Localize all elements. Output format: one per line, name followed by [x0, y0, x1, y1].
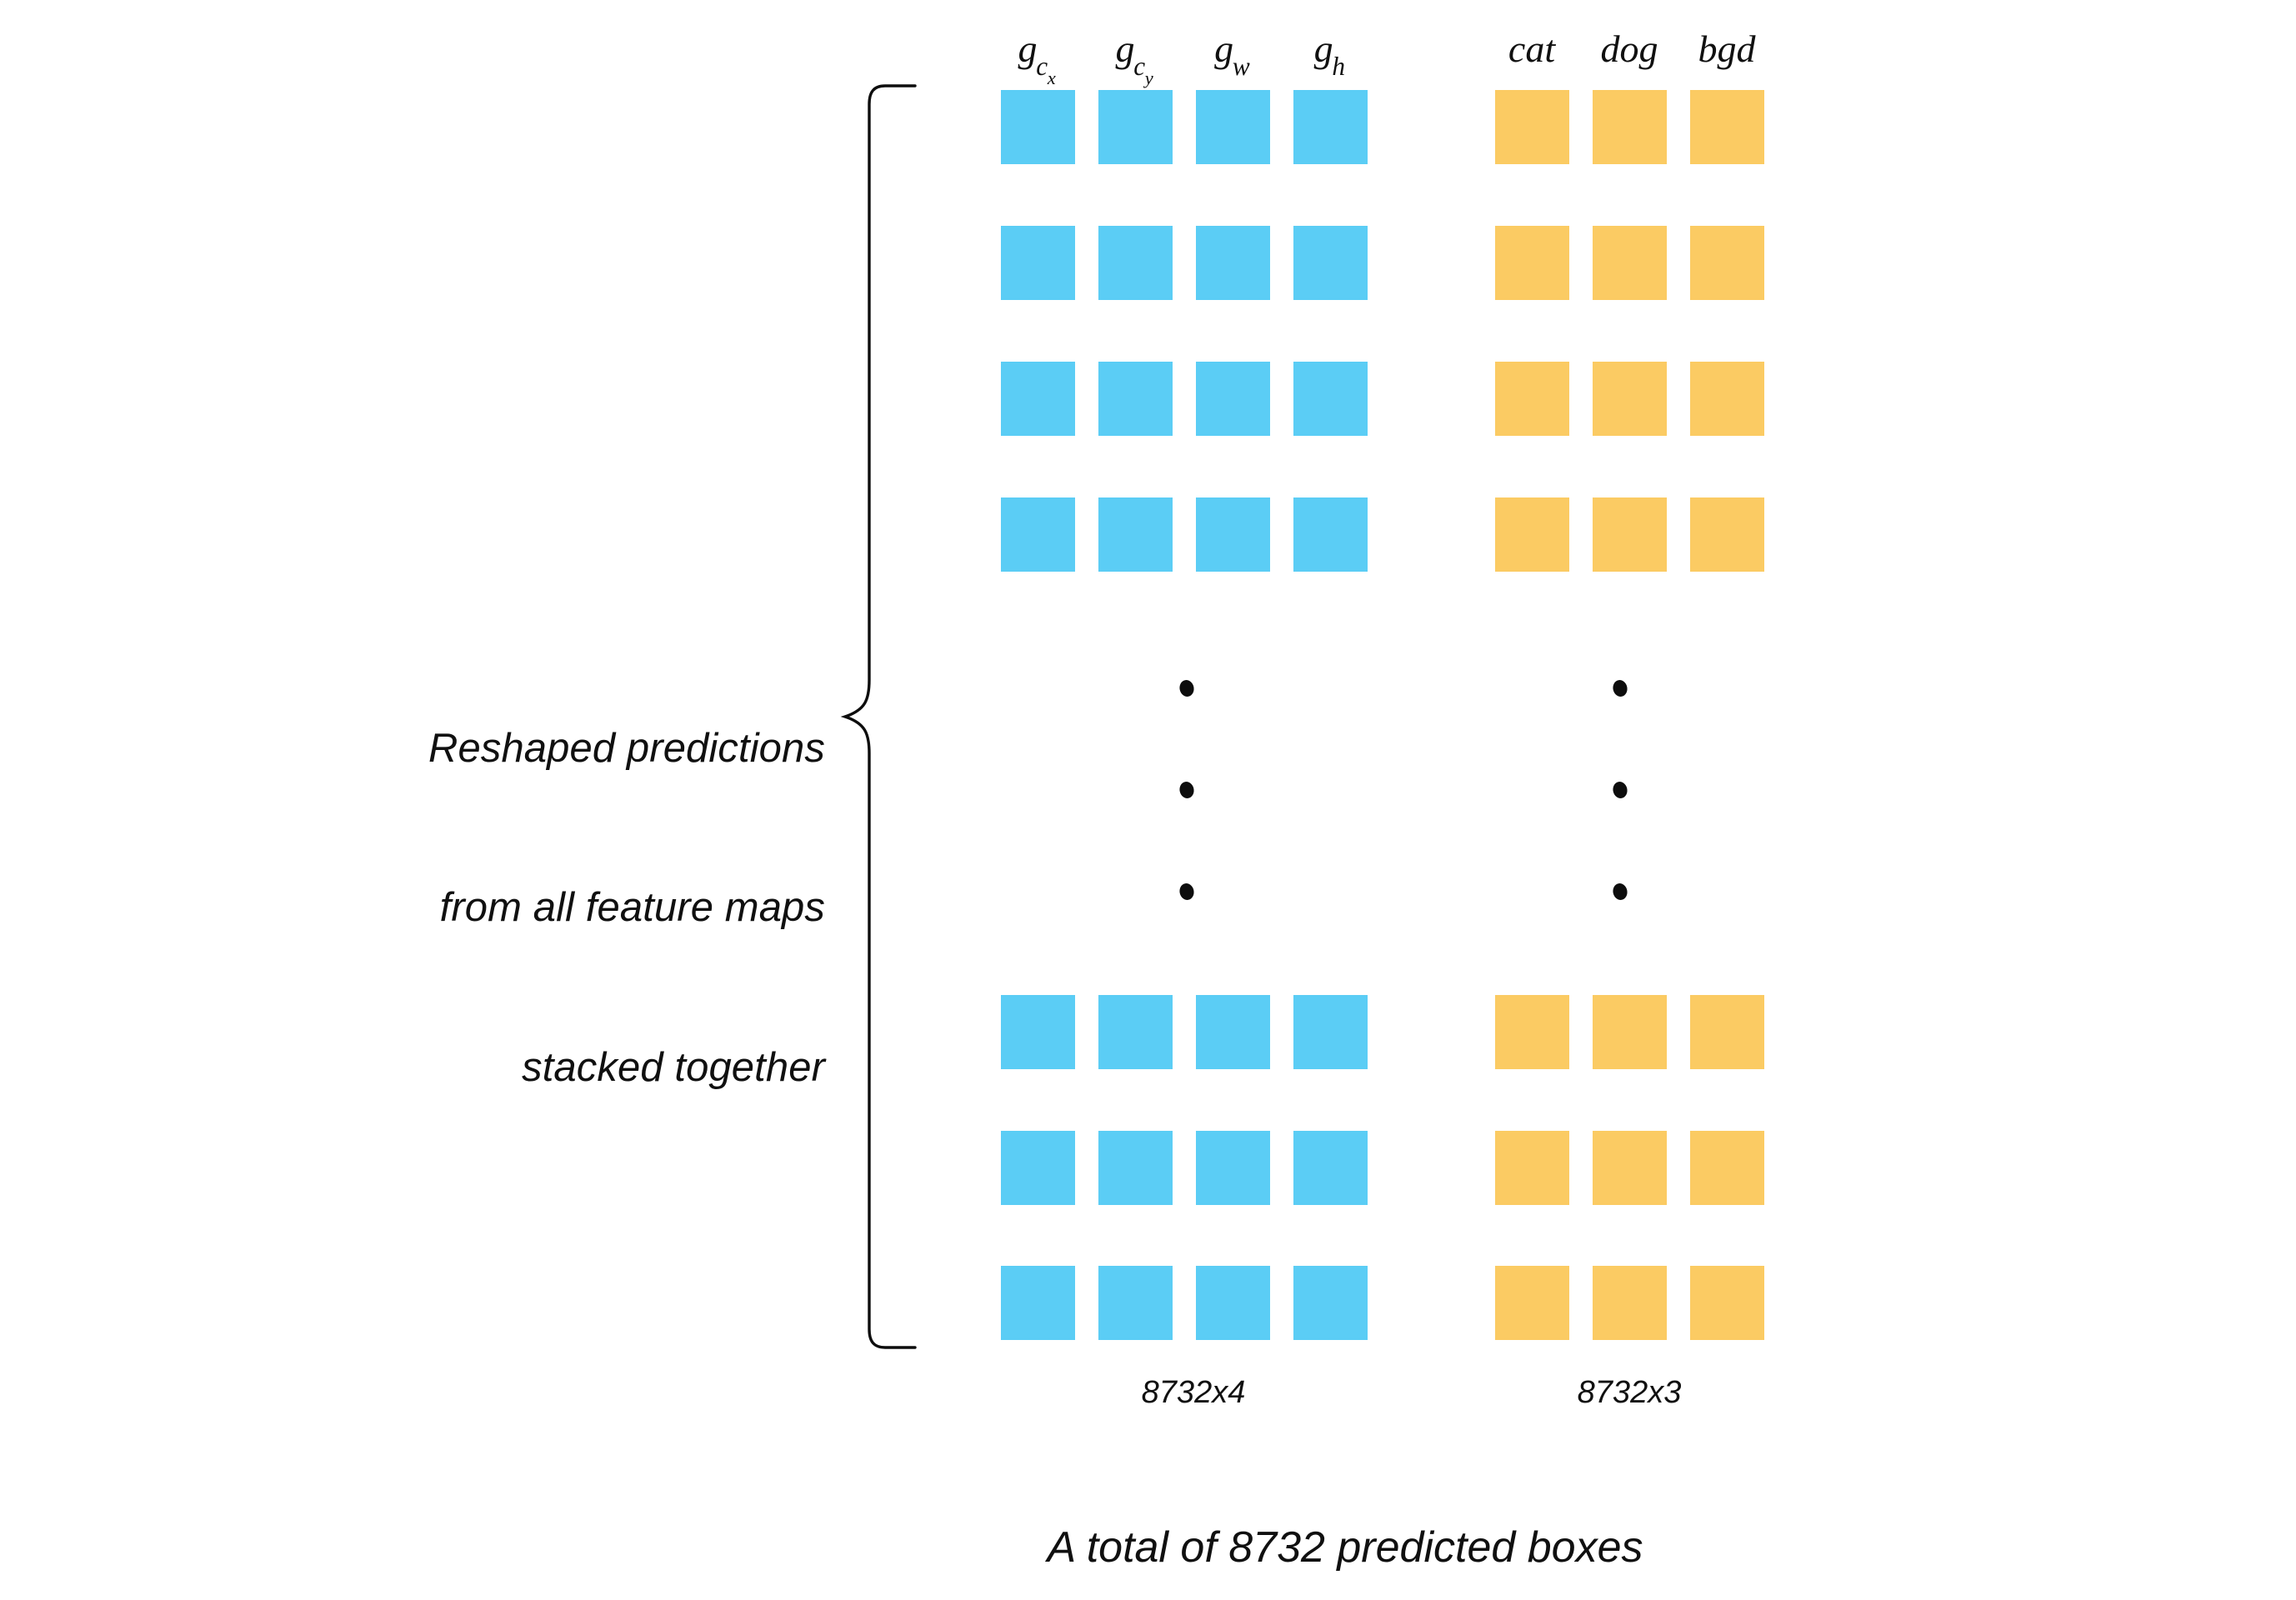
ellipsis-dot — [1611, 780, 1629, 800]
loc-cell — [1293, 362, 1368, 436]
loc-cell — [1196, 1266, 1270, 1340]
column-label-gh-base: g — [1313, 28, 1333, 70]
conf-cell — [1690, 362, 1764, 436]
loc-cell — [1293, 90, 1368, 164]
conf-cell — [1690, 1131, 1764, 1205]
loc-cell — [1196, 995, 1270, 1069]
column-label-gw-sub: w — [1232, 51, 1250, 81]
conf-cell — [1690, 498, 1764, 572]
conf-cell — [1593, 498, 1667, 572]
ellipsis-dot — [1611, 882, 1629, 902]
loc-cell — [1098, 90, 1173, 164]
loc-cell — [1001, 1266, 1075, 1340]
conf-cell — [1593, 90, 1667, 164]
loc-cell — [1098, 362, 1173, 436]
conf-cell — [1593, 995, 1667, 1069]
conf-cell — [1495, 362, 1569, 436]
conf-cell — [1495, 1266, 1569, 1340]
stack-description-line-1: Reshaped predictions — [428, 726, 825, 772]
loc-cell — [1001, 362, 1075, 436]
conf-cell — [1495, 226, 1569, 300]
column-label-cat: cat — [1508, 28, 1556, 70]
loc-cell — [1196, 90, 1270, 164]
column-label-gcy-sub2: y — [1144, 67, 1153, 88]
loc-cell — [1001, 995, 1075, 1069]
loc-cell — [1196, 226, 1270, 300]
loc-cell — [1001, 1131, 1075, 1205]
conf-cell — [1690, 995, 1764, 1069]
conf-cell — [1495, 1131, 1569, 1205]
loc-cell — [1098, 995, 1173, 1069]
figure-caption: A total of 8732 predicted boxes — [1047, 1523, 1643, 1572]
column-label-gcx-sub: c — [1036, 51, 1048, 81]
conf-cell — [1495, 995, 1569, 1069]
stack-brace-icon — [840, 84, 917, 1349]
conf-cell — [1593, 362, 1667, 436]
loc-cell — [1098, 1266, 1173, 1340]
loc-cell — [1196, 1131, 1270, 1205]
loc-cell — [1001, 226, 1075, 300]
stack-description-label: Reshaped predictions from all feature ma… — [317, 617, 825, 1201]
conf-cell — [1593, 1266, 1667, 1340]
column-label-gw: gw — [1214, 28, 1251, 79]
column-label-gcy-sub: c — [1133, 51, 1146, 81]
conf-cell — [1690, 226, 1764, 300]
conf-cell — [1495, 498, 1569, 572]
conf-cell — [1593, 1131, 1667, 1205]
column-label-gw-base: g — [1214, 28, 1234, 70]
column-label-gcy-base: g — [1115, 28, 1135, 70]
loc-cell — [1293, 498, 1368, 572]
ellipsis-dot — [1611, 678, 1629, 698]
conf-cell — [1593, 226, 1667, 300]
loc-cell — [1196, 362, 1270, 436]
column-label-gh-sub: h — [1332, 51, 1346, 81]
column-label-gh: gh — [1313, 28, 1347, 79]
column-label-gcx-sub2: x — [1047, 67, 1056, 88]
loc-cell — [1293, 1131, 1368, 1205]
column-label-gcx-base: g — [1018, 28, 1038, 70]
loc-cell — [1001, 90, 1075, 164]
column-label-bgd: bgd — [1698, 28, 1756, 70]
conf-cell — [1495, 90, 1569, 164]
column-label-dog: dog — [1600, 28, 1658, 70]
localization-dimension-label: 8732x4 — [1141, 1375, 1246, 1410]
loc-cell — [1001, 498, 1075, 572]
loc-cell — [1293, 226, 1368, 300]
ellipsis-dot — [1178, 678, 1196, 698]
loc-cell — [1098, 226, 1173, 300]
loc-cell — [1098, 1131, 1173, 1205]
loc-cell — [1196, 498, 1270, 572]
loc-cell — [1293, 1266, 1368, 1340]
stack-description-line-2: from all feature maps — [439, 885, 825, 931]
ellipsis-dot — [1178, 882, 1196, 902]
conf-cell — [1690, 1266, 1764, 1340]
ellipsis-dot — [1178, 780, 1196, 800]
column-label-gcy: gcy — [1115, 28, 1155, 88]
loc-cell — [1098, 498, 1173, 572]
stack-description-line-3: stacked together — [522, 1044, 825, 1090]
loc-cell — [1293, 995, 1368, 1069]
classification-dimension-label: 8732x3 — [1577, 1375, 1682, 1410]
conf-cell — [1690, 90, 1764, 164]
column-label-gcx: gcx — [1018, 28, 1058, 88]
